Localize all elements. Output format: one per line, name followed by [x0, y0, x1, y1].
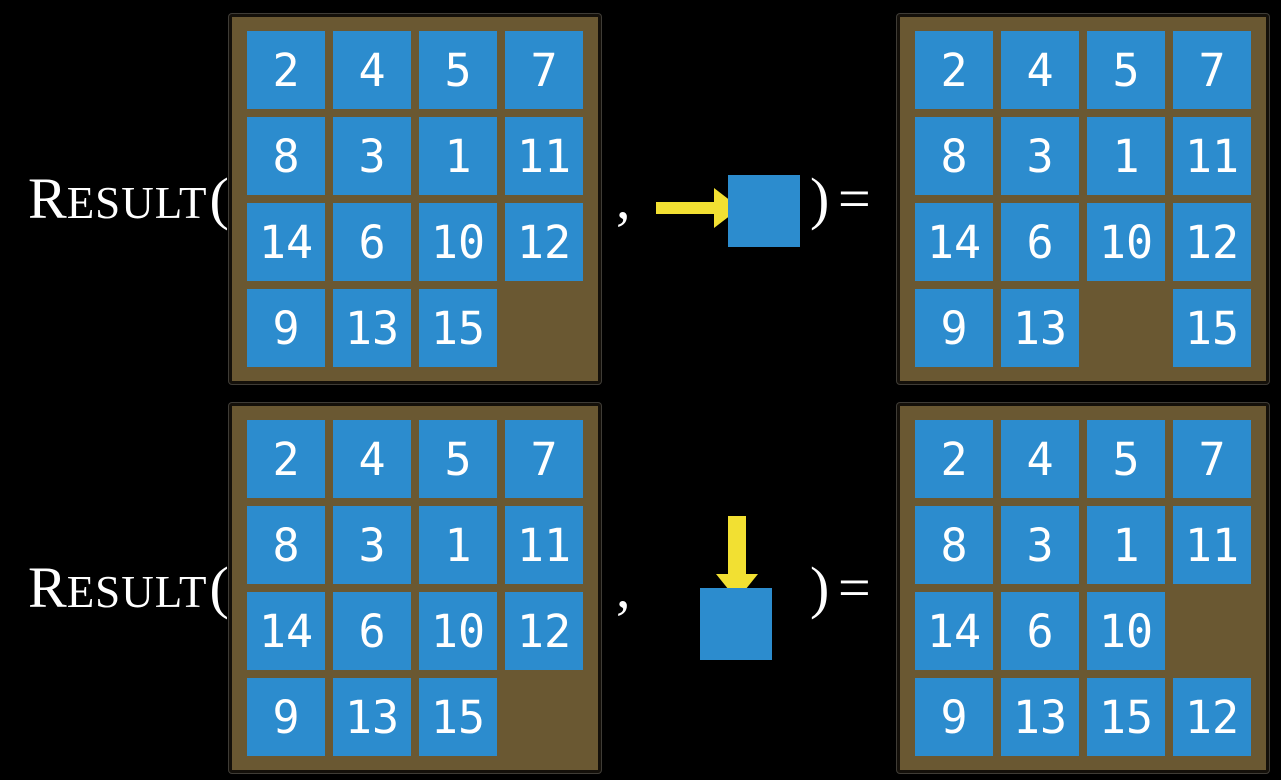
tile-10: 10 — [419, 592, 497, 670]
action-tile-icon — [700, 588, 772, 660]
tile-11: 11 — [1173, 117, 1251, 195]
tile-8: 8 — [247, 117, 325, 195]
tile-1: 1 — [419, 117, 497, 195]
tile-13: 13 — [333, 678, 411, 756]
tile-7: 7 — [1173, 31, 1251, 109]
tile-8: 8 — [915, 117, 993, 195]
tile-6: 6 — [333, 592, 411, 670]
tile-10: 10 — [419, 203, 497, 281]
tile-13: 13 — [333, 289, 411, 367]
tile-3: 3 — [333, 506, 411, 584]
tile-11: 11 — [1173, 506, 1251, 584]
tile-15: 15 — [419, 678, 497, 756]
tile-6: 6 — [1001, 203, 1079, 281]
right-arrow-icon — [656, 188, 740, 228]
tile-10: 10 — [1087, 592, 1165, 670]
tile-7: 7 — [505, 420, 583, 498]
action-tile-icon — [728, 175, 800, 247]
tile-9: 9 — [915, 678, 993, 756]
tile-5: 5 — [1087, 420, 1165, 498]
comma-separator: , — [616, 166, 631, 231]
open-paren: ( — [209, 166, 229, 231]
tile-1: 1 — [419, 506, 497, 584]
tile-12: 12 — [505, 592, 583, 670]
tile-4: 4 — [1001, 420, 1079, 498]
tile-2: 2 — [915, 31, 993, 109]
tile-5: 5 — [1087, 31, 1165, 109]
equals-sign: = — [838, 166, 871, 231]
tile-14: 14 — [247, 592, 325, 670]
empty-cell — [505, 289, 583, 367]
tile-12: 12 — [1173, 203, 1251, 281]
tile-2: 2 — [247, 31, 325, 109]
close-paren: ) — [810, 555, 830, 620]
tile-11: 11 — [505, 117, 583, 195]
tile-7: 7 — [505, 31, 583, 109]
tile-14: 14 — [915, 592, 993, 670]
tile-5: 5 — [419, 420, 497, 498]
tile-4: 4 — [1001, 31, 1079, 109]
tile-6: 6 — [1001, 592, 1079, 670]
tile-13: 13 — [1001, 678, 1079, 756]
tile-3: 3 — [1001, 506, 1079, 584]
tile-14: 14 — [247, 203, 325, 281]
tile-7: 7 — [1173, 420, 1251, 498]
result-function-label: RESULT( — [28, 559, 229, 617]
tile-4: 4 — [333, 31, 411, 109]
empty-cell — [505, 678, 583, 756]
tile-9: 9 — [247, 289, 325, 367]
tile-9: 9 — [915, 289, 993, 367]
equals-sign: = — [838, 555, 871, 620]
tile-9: 9 — [247, 678, 325, 756]
empty-cell — [1173, 592, 1251, 670]
function-name-initial: R — [28, 166, 67, 231]
tile-2: 2 — [915, 420, 993, 498]
tile-11: 11 — [505, 506, 583, 584]
tile-1: 1 — [1087, 117, 1165, 195]
tile-2: 2 — [247, 420, 325, 498]
empty-cell — [1087, 289, 1165, 367]
comma-separator: , — [616, 555, 631, 620]
open-paren: ( — [209, 555, 229, 620]
tile-5: 5 — [419, 31, 497, 109]
function-name-rest: ESULT — [66, 178, 208, 228]
down-arrow-icon — [716, 516, 758, 600]
tile-10: 10 — [1087, 203, 1165, 281]
function-name-initial: R — [28, 555, 67, 620]
tile-8: 8 — [247, 506, 325, 584]
tile-6: 6 — [333, 203, 411, 281]
tile-3: 3 — [333, 117, 411, 195]
tile-8: 8 — [915, 506, 993, 584]
tile-12: 12 — [1173, 678, 1251, 756]
tile-3: 3 — [1001, 117, 1079, 195]
tile-1: 1 — [1087, 506, 1165, 584]
tile-15: 15 — [419, 289, 497, 367]
function-name-rest: ESULT — [66, 567, 208, 617]
close-paren: ) — [810, 166, 830, 231]
result-function-label: RESULT( — [28, 170, 229, 228]
tile-15: 15 — [1087, 678, 1165, 756]
tile-13: 13 — [1001, 289, 1079, 367]
tile-14: 14 — [915, 203, 993, 281]
tile-4: 4 — [333, 420, 411, 498]
tile-15: 15 — [1173, 289, 1251, 367]
tile-12: 12 — [505, 203, 583, 281]
